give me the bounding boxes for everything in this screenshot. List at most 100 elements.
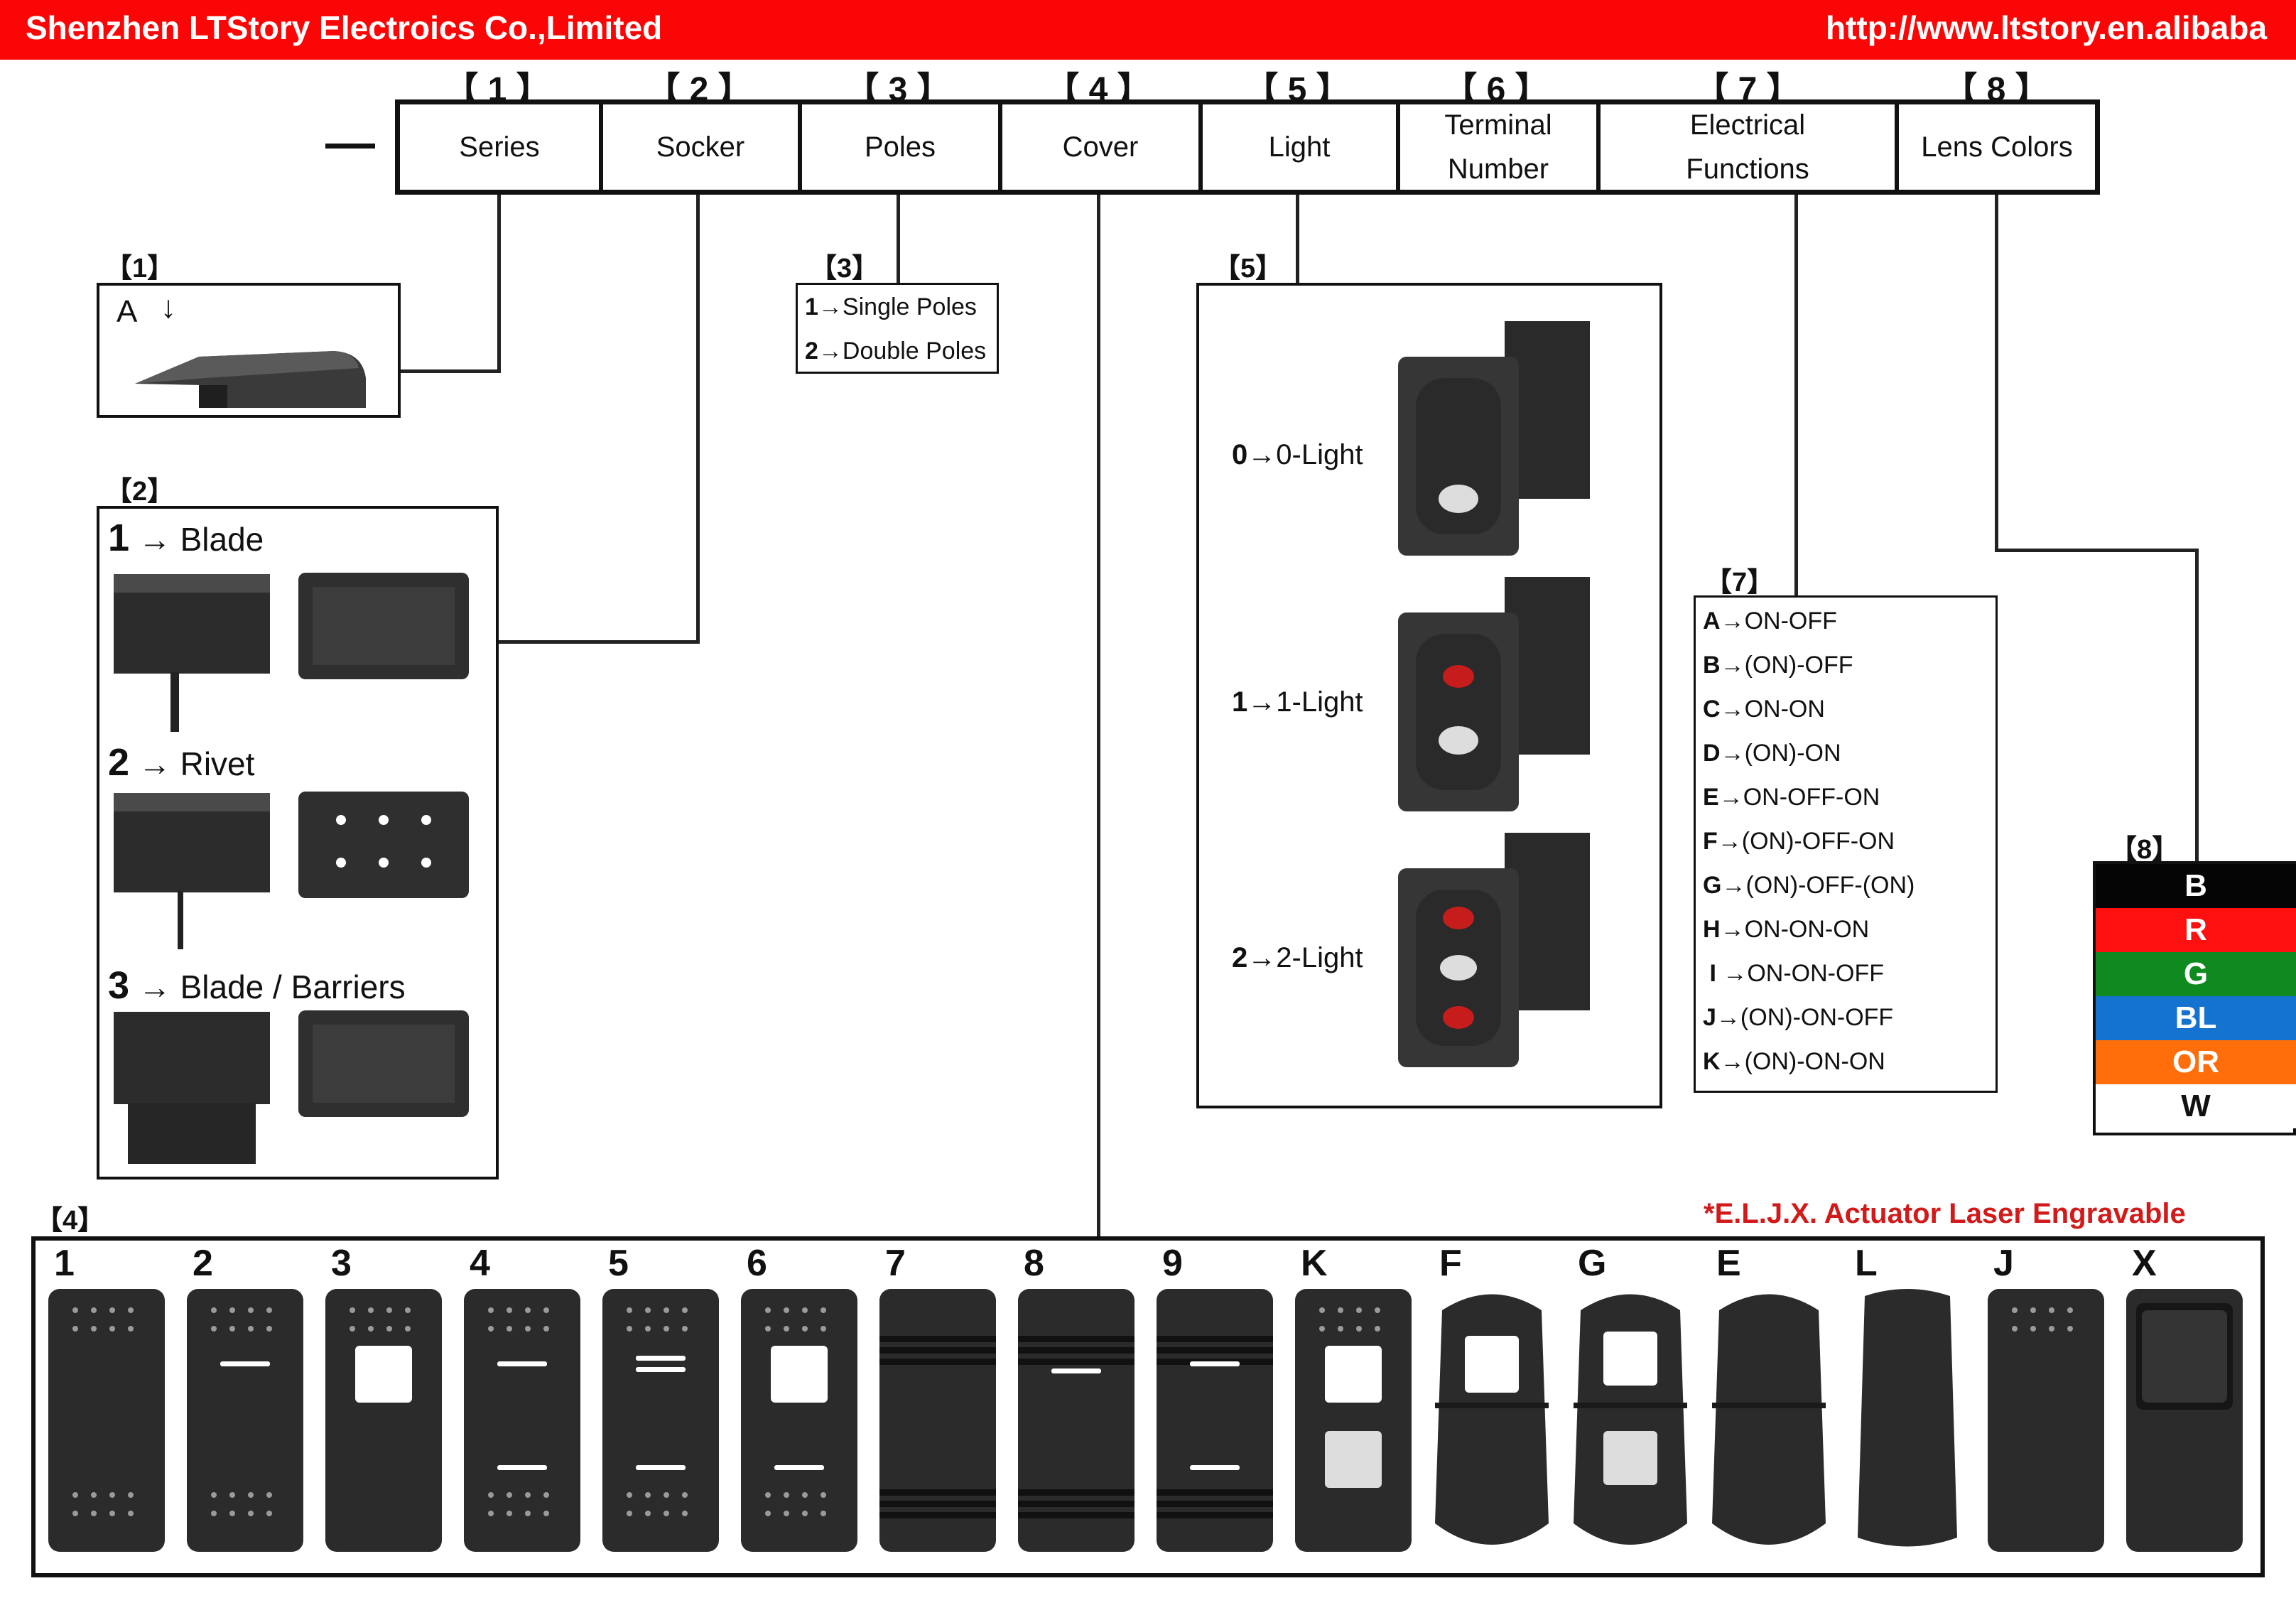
function-item-e: E→ON-OFF-ON	[1703, 784, 1880, 811]
blade-barriers-socket-image	[114, 1010, 469, 1164]
company-name: Shenzhen LTStory Electroics Co.,Limited	[26, 9, 663, 46]
poles-tag: 【3】	[810, 254, 879, 284]
socket-item-2: 2 → Rivet	[108, 741, 255, 784]
poles-item-2: 2→Double Poles	[805, 338, 987, 365]
function-item-c: C→ON-ON	[1703, 696, 1825, 723]
connector-line	[497, 640, 700, 644]
connector-line	[1296, 195, 1299, 284]
cover-actuator-k: K	[1284, 1242, 1419, 1552]
cover-code-label: L	[1855, 1243, 1878, 1284]
connector-line	[398, 369, 501, 373]
rocker-actuator-image	[1712, 1294, 1826, 1545]
cover-box	[31, 1236, 2265, 1577]
lens-color-g: G	[2096, 952, 2296, 996]
cover-code-label: J	[1993, 1243, 2014, 1284]
rocker-switch-side-image	[135, 351, 366, 408]
field-lens-colors: Lens Colors	[1921, 131, 2073, 163]
blade-socket-image	[114, 573, 469, 732]
cover-actuator-7: 7	[868, 1242, 1003, 1552]
cover-actuator-6: 6	[730, 1242, 865, 1552]
cover-code-label: 9	[1162, 1243, 1183, 1284]
connector-line	[696, 195, 700, 644]
lens-color-bl: BL	[2096, 996, 2296, 1040]
rocker-actuator-image	[1858, 1289, 1957, 1547]
rivet-socket-image	[114, 792, 469, 949]
part-number-dash	[325, 144, 375, 149]
rocker-actuator-image	[325, 1289, 442, 1552]
lens-color-or: OR	[2096, 1040, 2296, 1084]
function-item-h: H→ON-ON-ON	[1703, 916, 1870, 943]
cover-code-label: 3	[331, 1243, 352, 1284]
cover-actuator-1: 1	[37, 1242, 172, 1552]
connector-line	[497, 195, 501, 372]
field-socker: Socker	[603, 104, 802, 190]
lens-color-r: R	[2096, 908, 2296, 952]
rocker-actuator-image	[1435, 1294, 1549, 1545]
rocker-actuator-image	[741, 1289, 857, 1552]
laser-engrave-note: *E.L.J.X. Actuator Laser Engravable	[1704, 1198, 2186, 1229]
lens-color-w: W	[2096, 1084, 2296, 1128]
cover-code-label: 5	[608, 1243, 629, 1284]
cover-code-label: 1	[54, 1243, 75, 1284]
cover-code-label: E	[1716, 1243, 1741, 1284]
cover-code-label: G	[1578, 1243, 1607, 1284]
connector-line	[1097, 195, 1100, 1236]
connector-line	[1995, 195, 1998, 551]
light-tag: 【5】	[1213, 254, 1283, 284]
cover-actuator-e: E	[1699, 1242, 1834, 1545]
rocker-actuator-image	[602, 1289, 719, 1552]
cover-code-label: 8	[1024, 1243, 1044, 1284]
functions-tag: 【7】	[1705, 568, 1775, 598]
light-box: 0→0-Light 1→1-Light 2→2-Light	[1196, 283, 1662, 1108]
light-item-0: 0→0-Light	[1232, 439, 1363, 470]
rocker-actuator-image	[464, 1289, 580, 1552]
cover-code-label: 7	[885, 1243, 906, 1284]
cover-code-label: 6	[747, 1243, 767, 1284]
cover-actuator-9: 9	[1145, 1242, 1280, 1552]
lens-color-b: B	[2096, 864, 2296, 908]
lens-colors-tag: 【8】	[2110, 835, 2179, 865]
cover-actuator-8: 8	[1007, 1242, 1142, 1552]
series-box: A ↓	[97, 283, 401, 418]
cover-actuator-3: 3	[314, 1242, 449, 1552]
rocker-actuator-image	[48, 1289, 165, 1552]
light-item-1: 1→1-Light	[1232, 686, 1363, 718]
light-item-2: 2→2-Light	[1232, 942, 1363, 973]
cover-actuator-4: 4	[453, 1242, 587, 1552]
field-poles: Poles	[802, 104, 1002, 190]
field-cover: Cover	[1002, 104, 1203, 190]
rocker-actuator-image	[1157, 1289, 1273, 1552]
cover-actuator-j: J	[1976, 1242, 2111, 1552]
rocker-actuator-image	[1988, 1289, 2104, 1552]
function-item-j: J→(ON)-ON-OFF	[1703, 1004, 1894, 1031]
cover-tag: 【4】	[36, 1206, 105, 1236]
series-a-label: A	[117, 294, 138, 329]
socket-box: 1 → Blade 2 → Rivet 3 → Blade / Barriers	[97, 506, 499, 1179]
cover-actuator-f: F	[1422, 1242, 1557, 1545]
connector-line	[1794, 195, 1798, 597]
rocker-actuator-image	[1574, 1294, 1687, 1545]
poles-item-1: 1→Single Poles	[805, 293, 977, 320]
cover-actuator-2: 2	[175, 1242, 310, 1552]
socket-tag: 【2】	[105, 477, 175, 507]
cover-actuator-l: L	[1838, 1242, 1973, 1547]
cover-actuator-g: G	[1561, 1242, 1696, 1545]
rocker-actuator-image	[2126, 1289, 2243, 1552]
socket-item-1: 1 → Blade	[108, 517, 264, 559]
function-item-g: G→(ON)-OFF-(ON)	[1703, 872, 1915, 899]
function-item-a: A→ON-OFF	[1703, 608, 1837, 635]
rocker-actuator-image	[1295, 1289, 1412, 1552]
light-switch-images	[1398, 321, 1590, 1067]
cover-code-label: 4	[470, 1243, 490, 1284]
website-url[interactable]: http://www.ltstory.en.alibaba	[1826, 9, 2268, 46]
header-bar	[0, 0, 2296, 60]
connector-line	[1995, 549, 2198, 552]
cover-code-label: X	[2132, 1243, 2157, 1284]
function-item-f: F→(ON)-OFF-ON	[1703, 828, 1895, 855]
rocker-actuator-image	[1018, 1289, 1135, 1552]
arrow-down-icon: ↓	[161, 290, 176, 325]
connector-line	[897, 195, 900, 286]
cover-actuator-5: 5	[591, 1242, 726, 1552]
series-tag: 【1】	[105, 254, 175, 284]
